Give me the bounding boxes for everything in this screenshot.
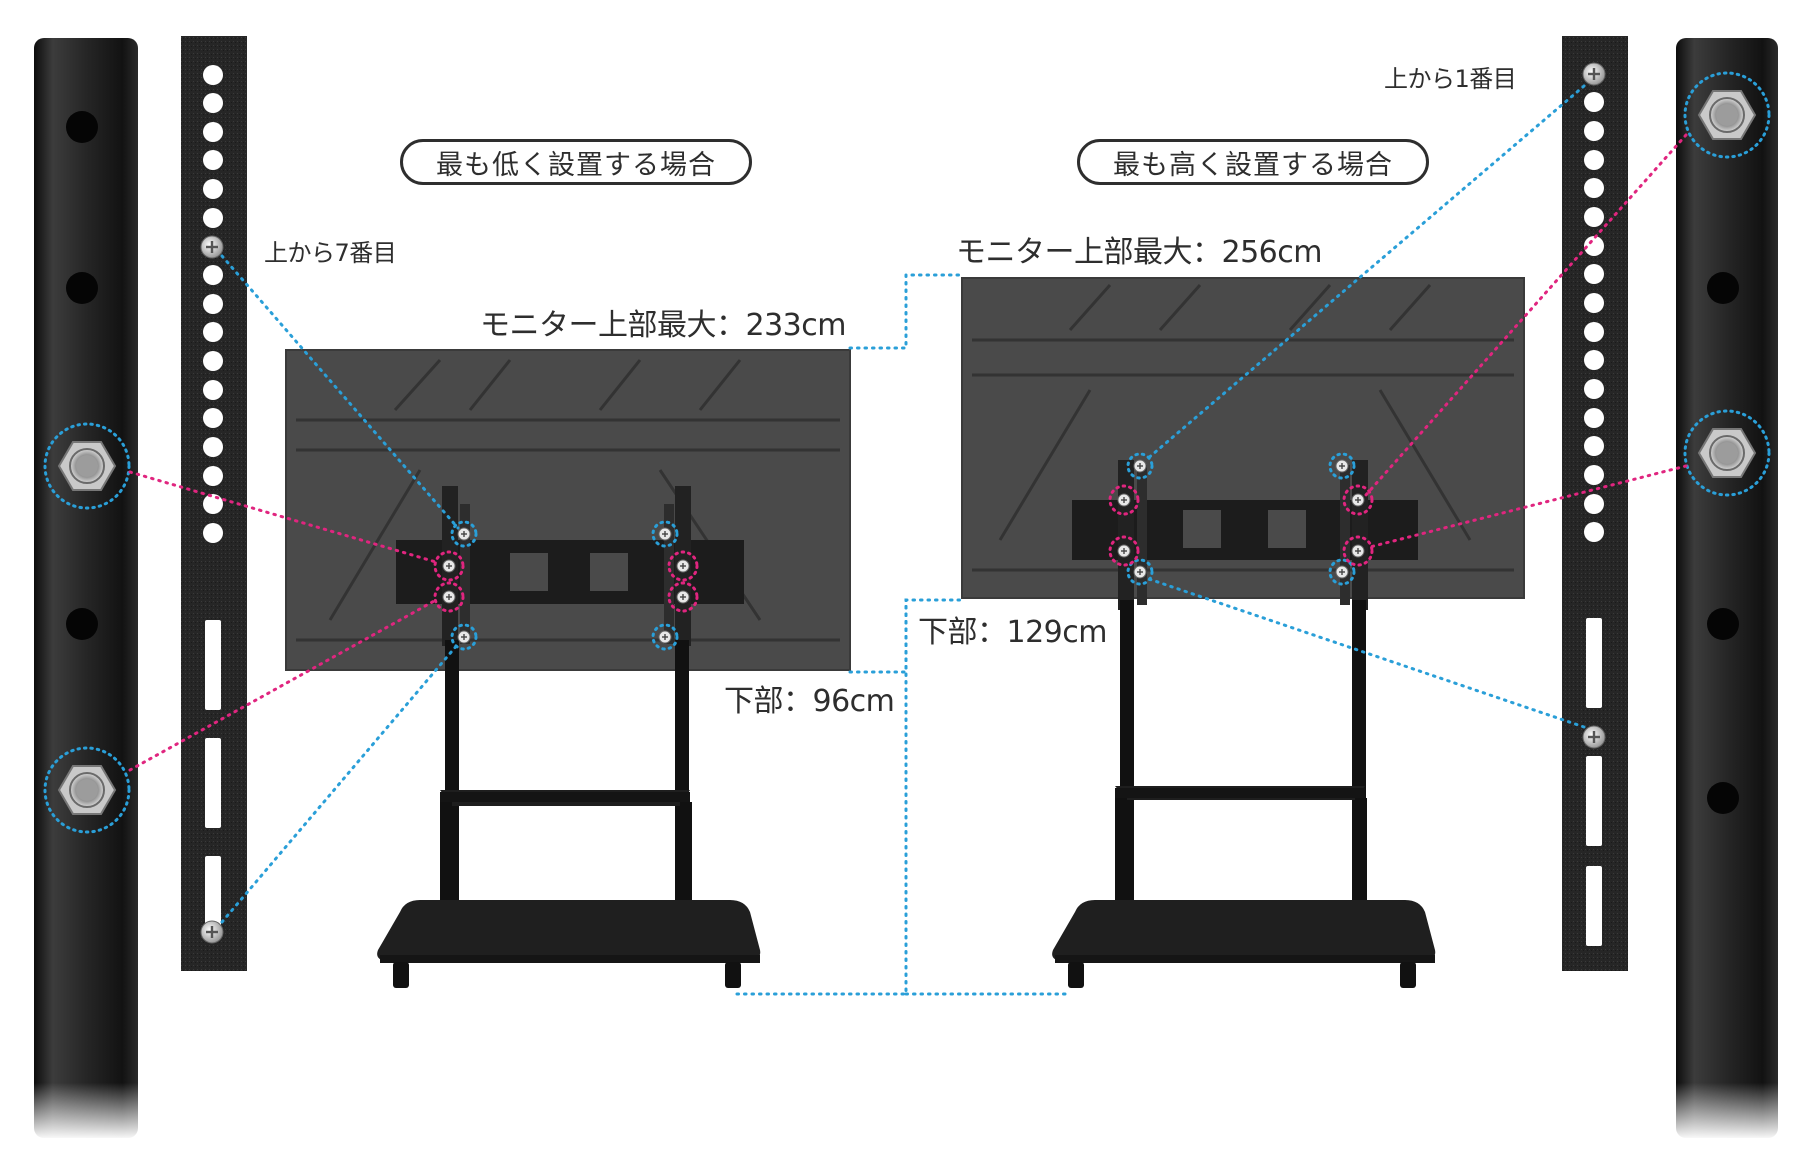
phillips-screw-icon (199, 919, 225, 945)
hole-label-lowest: 上から7番目 (264, 239, 397, 267)
bottom-height-label-lowest: 下部：96cm (724, 684, 895, 719)
phillips-screw-icon (1581, 61, 1607, 87)
right-bracket-strip (1562, 36, 1628, 971)
scenario-title-lowest-text: 最も低く設置する場合 (436, 149, 716, 181)
left-bracket-strip (181, 36, 247, 971)
stand-lowest (285, 349, 851, 988)
scenario-title-highest: 最も高く設置する場合 (1077, 139, 1429, 185)
callout-lines (128, 84, 1688, 996)
hole-label-highest: 上から1番目 (1384, 65, 1517, 93)
phillips-screw-icon (199, 234, 225, 260)
scenario-title-lowest: 最も低く設置する場合 (400, 139, 752, 185)
scenario-title-highest-text: 最も高く設置する場合 (1113, 149, 1393, 181)
right-pipe (1676, 38, 1778, 1140)
top-height-label-lowest: モニター上部最大：233cm (480, 308, 846, 343)
phillips-screw-icon (1581, 724, 1607, 750)
top-height-label-highest: モニター上部最大：256cm (956, 235, 1322, 270)
left-pipe (34, 38, 138, 1140)
bottom-height-label-highest: 下部：129cm (918, 615, 1107, 650)
